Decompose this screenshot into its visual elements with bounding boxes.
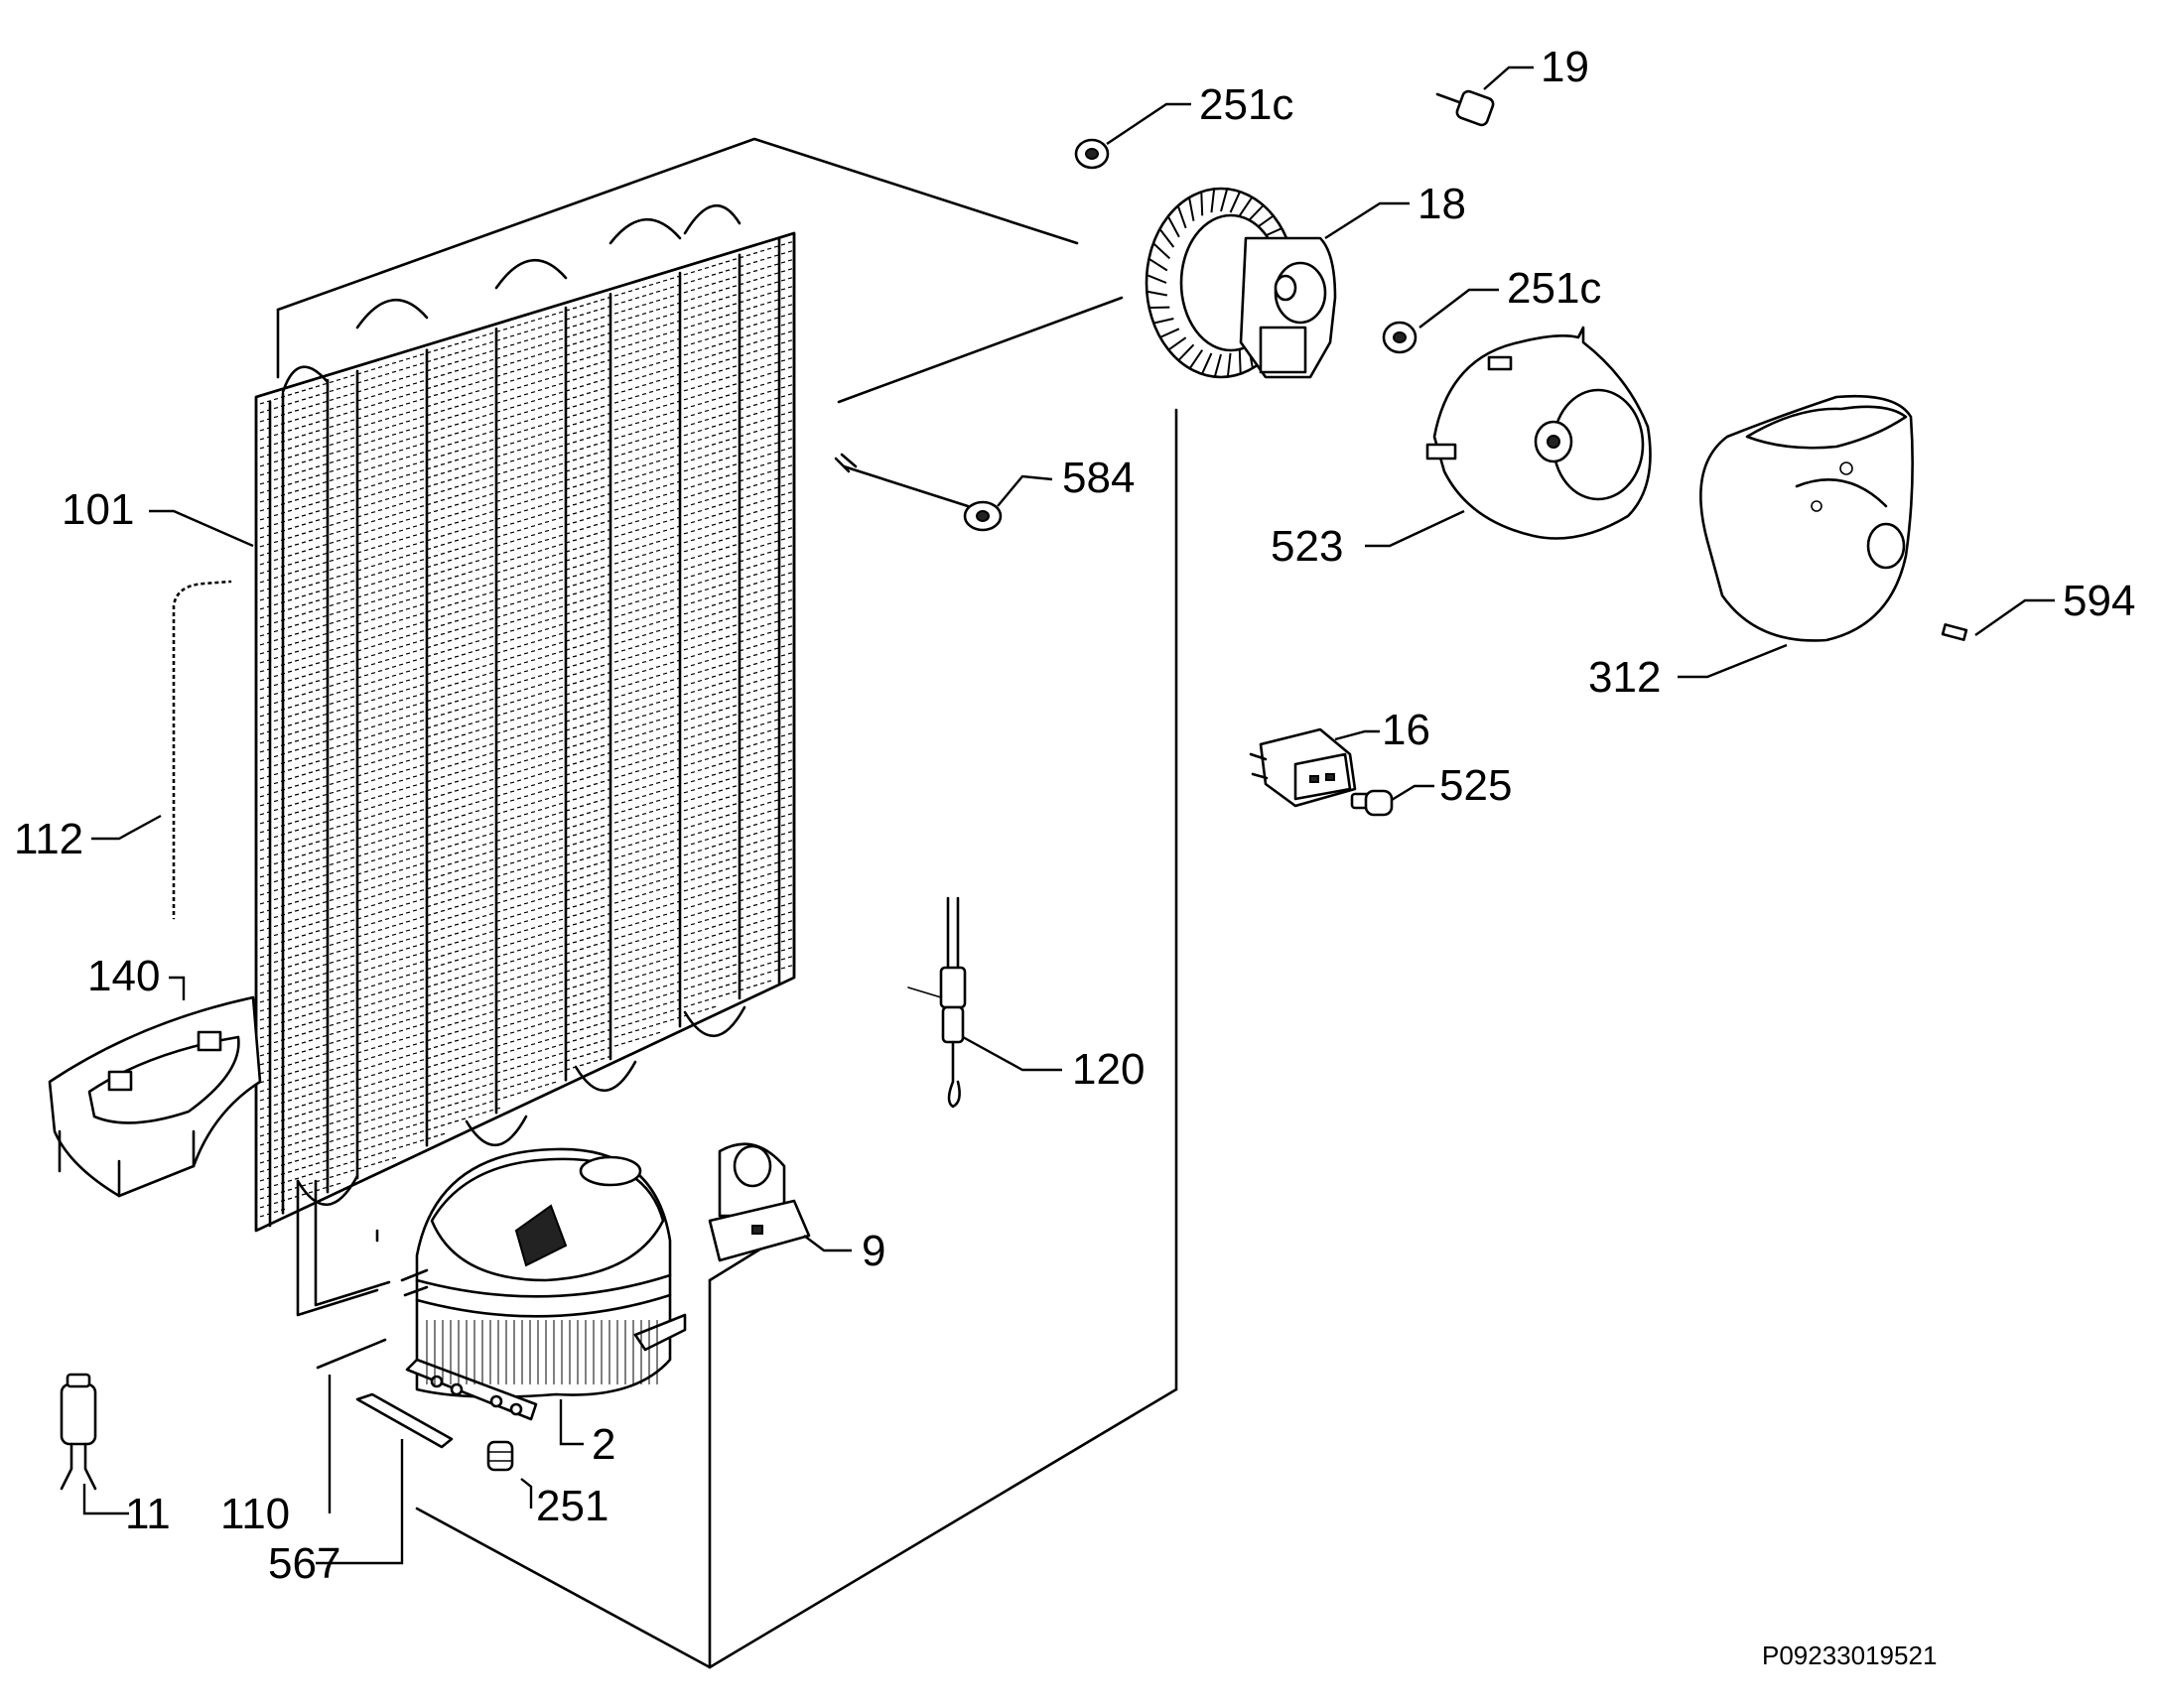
clip-594 (1941, 623, 1968, 641)
label-112: 112 (14, 815, 83, 863)
label-525: 525 (1439, 761, 1512, 810)
label-101: 101 (62, 485, 134, 534)
cable-clip-584 (834, 453, 1003, 532)
label-594: 594 (2063, 577, 2135, 625)
label-16: 16 (1382, 706, 1430, 754)
fan-housing-523 (1425, 326, 1652, 540)
label-18: 18 (1417, 180, 1466, 228)
label-251: 251 (536, 1482, 608, 1530)
fan-cover-312 (1699, 394, 1914, 642)
grommet-251c-mid (1382, 321, 1417, 354)
label-110: 110 (220, 1490, 290, 1538)
thermal-fuse-120 (907, 896, 967, 1109)
relay-9 (708, 1142, 811, 1262)
cabinet-outline (276, 137, 1178, 1669)
tube-110 (316, 1268, 429, 1370)
fan-motor-18 (1145, 187, 1337, 379)
grommet-251c-top (1074, 138, 1110, 170)
lamp-525 (1350, 789, 1394, 817)
label-140: 140 (87, 952, 160, 1000)
label-312: 312 (1588, 653, 1661, 702)
drain-hose-112 (169, 577, 232, 920)
lamp-19 (1435, 89, 1495, 127)
switch-16 (1249, 727, 1357, 808)
label-11: 11 (125, 1490, 171, 1538)
label-567: 567 (268, 1539, 340, 1588)
label-2: 2 (592, 1420, 615, 1469)
label-120: 120 (1072, 1045, 1145, 1094)
label-9: 9 (862, 1227, 885, 1275)
drain-tray-140 (48, 995, 262, 1198)
callouts: 101 112 140 11 110 567 251 2 9 120 584 2… (14, 43, 2135, 1670)
label-19: 19 (1541, 43, 1589, 91)
label-584: 584 (1062, 454, 1135, 502)
capacitor-11 (60, 1373, 97, 1491)
reference-code: P09233019521 (1762, 1641, 1937, 1670)
label-251c-top: 251c (1199, 80, 1293, 129)
condenser-101 (254, 204, 796, 1317)
label-251c-mid: 251c (1507, 264, 1601, 313)
compressor-2 (405, 1147, 687, 1421)
grommet-251 (486, 1440, 514, 1472)
bracket-567 (355, 1392, 454, 1449)
label-523: 523 (1271, 522, 1343, 571)
